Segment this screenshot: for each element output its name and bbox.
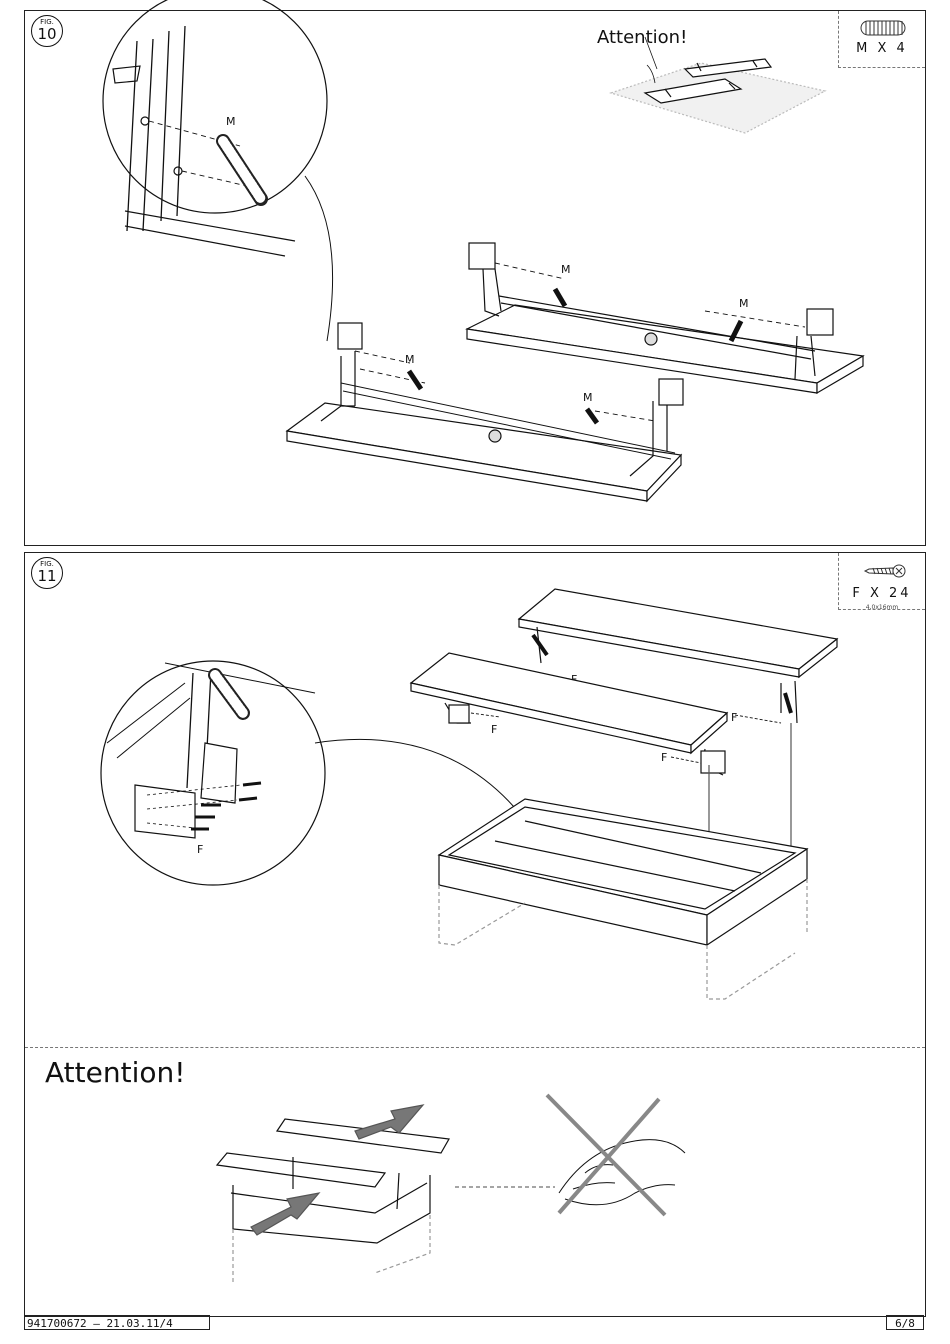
- page-number: 6/8: [886, 1315, 924, 1330]
- label-m-back-left: M: [561, 263, 571, 276]
- label-m-front-left: M: [405, 353, 415, 366]
- lift-top-back: [517, 588, 839, 724]
- figure-11-badge: FIG. 11: [31, 557, 63, 589]
- figure-11-label: FIG.: [40, 560, 54, 568]
- label-f-zoom: F: [197, 843, 203, 856]
- tabletop-back: [465, 242, 865, 395]
- figure-10-panel: FIG. 10 M X 4 Attention!: [24, 0, 926, 546]
- attention-note-large: Attention!: [45, 1056, 186, 1089]
- attention-drawing: [215, 1093, 686, 1285]
- spring-icon: [860, 20, 906, 36]
- lift-top-front: [409, 652, 729, 776]
- spring-closeup-11: [208, 668, 250, 720]
- magnifier-circle-11: [100, 660, 326, 886]
- push-arrow-bottom: [250, 1192, 321, 1236]
- label-m-back-right: M: [739, 297, 749, 310]
- table-base-box: [437, 798, 809, 1000]
- part-m-quantity: M X 4: [856, 41, 908, 56]
- document-code: 941700672 – 21.03.11/4: [24, 1315, 210, 1330]
- attention-inset-plate: [609, 62, 827, 134]
- label-f-front-right: F: [661, 751, 667, 764]
- tabletop-front: [285, 322, 684, 503]
- spring-closeup: [216, 134, 268, 206]
- label-f-front-left: F: [491, 723, 497, 736]
- attention-note-small: Attention!: [597, 27, 688, 48]
- figure-10-label: FIG.: [40, 18, 54, 26]
- figure-10-badge: FIG. 10: [31, 15, 63, 47]
- part-f-quantity: F X 24: [852, 586, 912, 601]
- cross-mark: [545, 1093, 667, 1217]
- section-divider: [25, 1047, 925, 1048]
- push-arrow-top: [354, 1104, 425, 1140]
- label-f-back-right: F: [731, 711, 737, 724]
- part-f-box: F X 24 4,0x16mm: [838, 553, 925, 611]
- figure-10-drawing: M M M: [102, 0, 865, 503]
- table-attention-illustration: [215, 1118, 450, 1285]
- part-f-spec: 4,0x16mm: [865, 604, 899, 611]
- label-m-front-right: M: [583, 391, 593, 404]
- screws-closeup: [191, 781, 262, 831]
- label-m-zoom: M: [226, 115, 236, 128]
- figure-10-number: 10: [37, 25, 57, 43]
- screw-icon: [863, 564, 906, 578]
- figure-11-number: 11: [37, 567, 57, 585]
- magnifier-circle: [102, 0, 328, 214]
- part-m-box: M X 4: [838, 11, 925, 68]
- figure-11-panel: FIG. 11 F X 24 4,0x16mm: [24, 552, 926, 1317]
- figure-11-drawing: F F F F: [100, 588, 839, 1000]
